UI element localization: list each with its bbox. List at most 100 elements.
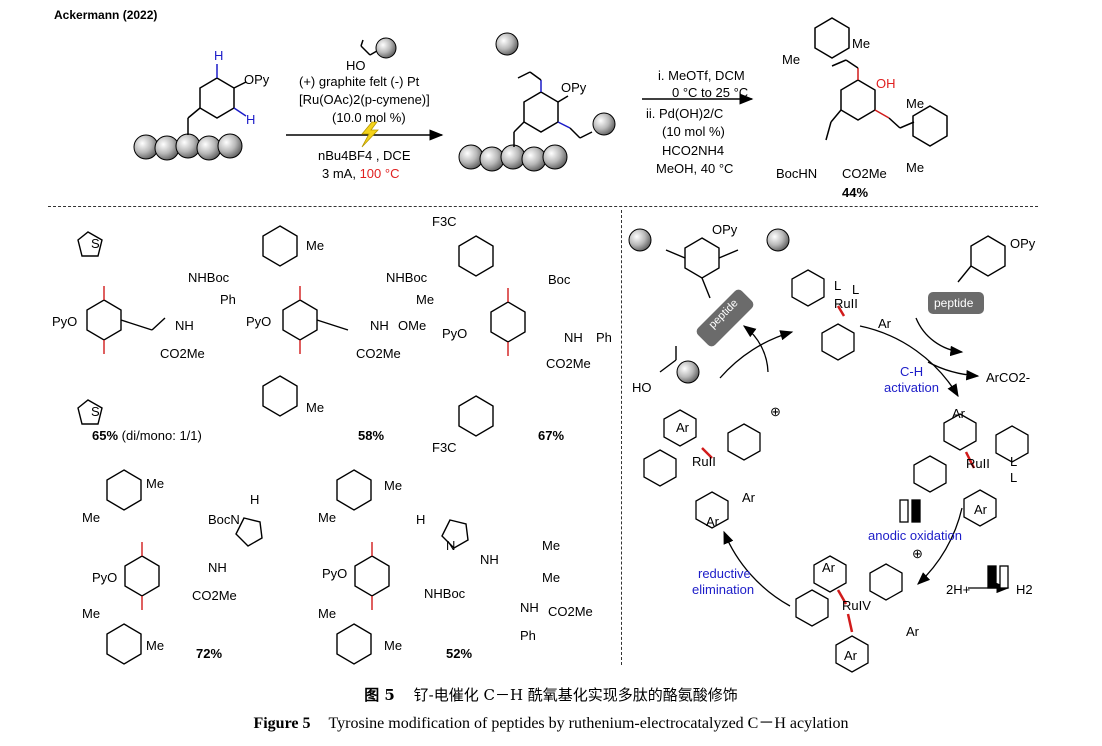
scope1-note: (di/mono: 1/1) (118, 428, 202, 443)
scope2-yield: 58% (358, 428, 385, 443)
scope2-ome: OMe (398, 318, 427, 333)
scope5-me-top: Me (384, 478, 403, 493)
scope4-bocn: BocN (208, 512, 240, 527)
mech-ar-bottom3: Ar (844, 648, 857, 663)
ch-activation-line2: activation (884, 380, 939, 395)
scope2-aryl-bottom (262, 375, 298, 417)
scope3-cf3-bottom: F3C (432, 440, 457, 455)
mech-ru-bottom: RuIV (842, 598, 871, 613)
mech-product (665, 237, 739, 299)
scope1-nh: NH (175, 318, 194, 333)
scope2-nh: NH (370, 318, 389, 333)
anodic-oxidation-label: anodic oxidation (868, 528, 962, 543)
scope5-me-bottom: Me (384, 638, 403, 653)
substrate-opy: OPy (244, 72, 270, 87)
scope4-nh: NH (208, 560, 227, 575)
cycle-arc-top-left (719, 330, 794, 379)
mech-product-peptide-bubble (696, 289, 754, 347)
caption-english: Figure 5 Tyrosine modification of peptid… (0, 709, 1102, 733)
scope3-aryl-top (458, 235, 494, 277)
substrate-h-top: H (214, 48, 224, 63)
step2-line6: MeOH, 40 °C (656, 161, 734, 176)
scope1-yield: 65% (92, 428, 119, 443)
scope5-me-left2: Me (318, 606, 337, 621)
mech-ru-top: RuII (834, 296, 858, 311)
scope5-proline (441, 519, 469, 549)
scope5-pyo: PyO (322, 566, 348, 581)
mech-ar-bottom2: Ar (906, 624, 919, 639)
product-co2me: CO2Me (842, 166, 887, 181)
scope2-nhboc: NHBoc (386, 270, 428, 285)
product-me-right-top: Me (906, 96, 925, 111)
scope5-aryl-top (336, 469, 372, 511)
entry-arrow (915, 317, 964, 357)
mech-substrate (957, 235, 1006, 283)
condition-1: (+) graphite felt (-) Pt (299, 74, 420, 89)
product-rings (814, 17, 948, 147)
scope4-yield: 72% (196, 646, 223, 661)
scope4-proline (235, 517, 263, 547)
ch-activation-line1: C-H (900, 364, 924, 379)
substrate-h-bottom: H (246, 112, 256, 127)
step2-line3: ii. Pd(OH)2/C (646, 106, 724, 121)
mech-acid (659, 346, 677, 373)
mech-ar-right2: Ar (974, 502, 987, 517)
scope3-aryl-bottom (458, 395, 494, 437)
condition-4: nBu4BF4 , DCE (318, 148, 411, 163)
step2-line4: (10 mol %) (662, 124, 725, 139)
condition-2: [Ru(OAc)2(p-cymene)] (299, 92, 430, 107)
product-me-right-bottom: Me (906, 160, 925, 175)
scope3-cf3-top: F3C (432, 214, 457, 229)
condition-5-temp: 100 °C (359, 166, 400, 181)
scope3-co2me: CO2Me (546, 356, 591, 371)
scope4-me-bottom: Me (146, 638, 165, 653)
mech-ar-left3: Ar (706, 514, 719, 529)
intermediate-opy: OPy (561, 80, 587, 95)
mech-l-top2: L (852, 282, 860, 297)
scope5-me-ile1: Me (542, 538, 561, 553)
mechanism-diagram (628, 228, 1029, 673)
scope4-me-left2: Me (82, 606, 101, 621)
scope1-yield-line: 65% (di/mono: 1/1) (92, 428, 202, 444)
intermediate-peptide-beads (458, 144, 568, 172)
scope4-aryl-bottom (106, 623, 142, 665)
mech-ar-bottom: Ar (822, 560, 835, 575)
release-arrow (742, 325, 769, 373)
scope4-me-left: Me (82, 510, 101, 525)
scope1-ph: Ph (220, 292, 236, 307)
h-plus-label: 2H+ (946, 582, 971, 597)
scope5-yield: 52% (446, 646, 473, 661)
scope3-ph: Ph (596, 330, 612, 345)
product-bochn: BocHN (776, 166, 818, 181)
scope3-yield: 67% (538, 428, 565, 443)
scope2-me-top: Me (306, 238, 325, 253)
mech-substrate-peptide-label: peptide (934, 296, 974, 310)
substrate-scope-structures (77, 225, 526, 665)
scope4-aryl-top (106, 469, 142, 511)
scope3-pyo: PyO (442, 326, 468, 341)
scope4-h: H (250, 492, 260, 507)
scope1-s-bottom: S (91, 404, 100, 419)
scope1-co2me: CO2Me (160, 346, 205, 361)
electricity-icon (361, 121, 379, 148)
scope2-aryl-top (262, 225, 298, 267)
reductive-line2: elimination (692, 582, 755, 597)
step2-line1: i. MeOTf, DCM (658, 68, 745, 83)
h2-label: H2 (1016, 582, 1033, 597)
mech-plus-bottom: ⊕ (912, 546, 923, 561)
scope4-co2me: CO2Me (192, 588, 237, 603)
condition-3: (10.0 mol %) (332, 110, 406, 125)
mech-plus-left: ⊕ (770, 404, 781, 419)
scope5-h: H (416, 512, 426, 527)
scope5-nh2: NH (520, 600, 539, 615)
scope5-nhboc: NHBoc (424, 586, 466, 601)
mech-l-right2: L (1010, 470, 1018, 485)
scope5-nh: NH (480, 552, 499, 567)
arco2-label: ArCO2- (986, 370, 1031, 385)
cycle-arc-right (917, 507, 963, 585)
mech-substrate-opy: OPy (1010, 236, 1036, 251)
mech-l-top1: L (834, 278, 842, 293)
cycle-arc-bottom-left (723, 530, 791, 607)
scope2-pyo: PyO (246, 314, 272, 329)
